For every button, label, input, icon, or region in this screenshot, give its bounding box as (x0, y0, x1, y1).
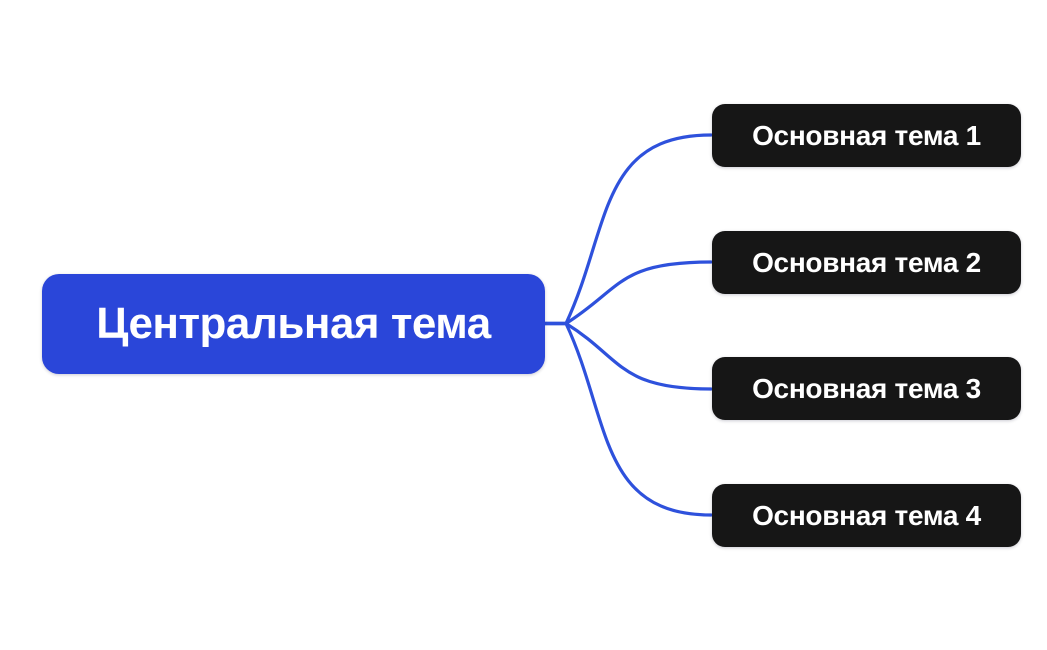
branch-node-4[interactable]: Основная тема 4 (712, 484, 1021, 547)
connector-branch-1 (543, 133, 713, 326)
central-topic-node[interactable]: Центральная тема (42, 274, 545, 374)
connector-branch-2 (543, 260, 713, 326)
connector-branch-4 (543, 321, 713, 517)
branch-node-1-label: Основная тема 1 (752, 119, 981, 151)
branch-node-4-label: Основная тема 4 (752, 499, 981, 531)
branch-node-3[interactable]: Основная тема 3 (712, 357, 1021, 420)
branch-node-2[interactable]: Основная тема 2 (712, 231, 1021, 294)
branch-node-2-label: Основная тема 2 (752, 246, 981, 278)
branch-node-1[interactable]: Основная тема 1 (712, 104, 1021, 167)
branch-node-3-label: Основная тема 3 (752, 372, 981, 404)
central-topic-label: Центральная тема (96, 299, 491, 348)
connector-branch-3 (543, 321, 713, 391)
